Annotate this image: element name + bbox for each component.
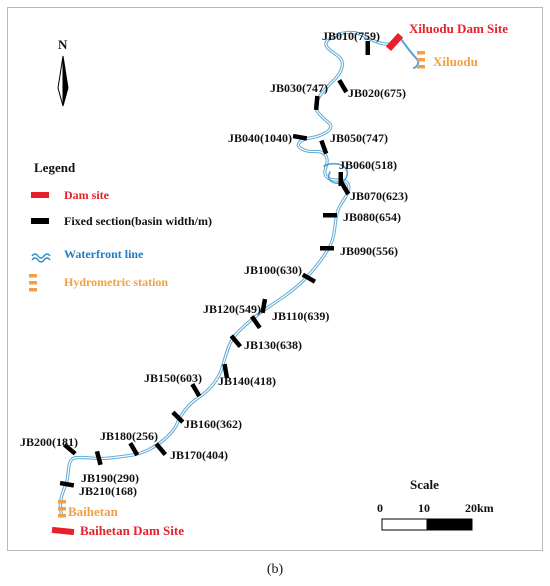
baihetan-station-marker <box>58 500 66 518</box>
scale-segment-black <box>426 518 473 531</box>
section-label-jb140: JB140(418) <box>218 374 276 388</box>
legend-title: Legend <box>34 160 76 175</box>
xiluodu-dam-marker <box>385 32 404 52</box>
section-label-jb210: JB210(168) <box>79 484 137 498</box>
legend-section-swatch <box>31 218 49 224</box>
section-label-jb090: JB090(556) <box>340 244 398 258</box>
baihetan-dam-label: Baihetan Dam Site <box>80 523 184 538</box>
scale-segment-white <box>381 518 428 531</box>
section-label-jb180: JB180(256) <box>100 429 158 443</box>
section-marker-jb170 <box>154 442 168 456</box>
section-marker-jb020 <box>337 78 349 94</box>
section-label-jb040: JB040(1040) <box>228 131 292 145</box>
section-label-jb010: JB010(759) <box>322 29 380 43</box>
fixed-sections: JB010(759) JB020(675) JB030(747) JB040(1040… <box>20 29 408 498</box>
legend-dam-swatch <box>31 192 49 198</box>
north-label: N <box>58 37 68 52</box>
section-marker-jb210 <box>59 480 75 488</box>
section-marker-jb200 <box>63 442 77 456</box>
scale-bar: Scale 0 10 20km <box>377 477 494 531</box>
section-label-jb070: JB070(623) <box>350 189 408 203</box>
section-marker-jb110 <box>260 298 268 314</box>
section-marker-jb160 <box>171 410 185 424</box>
section-marker-jb140 <box>222 363 230 379</box>
section-marker-jb080 <box>323 213 337 218</box>
legend-waterfront-label: Waterfront line <box>64 247 144 261</box>
section-marker-jb130 <box>229 334 243 348</box>
section-marker-jb070 <box>339 180 351 196</box>
baihetan-station-label: Baihetan <box>68 504 119 519</box>
section-label-jb120: JB120(549) <box>203 302 261 316</box>
section-label-jb110: JB110(639) <box>272 309 329 323</box>
legend-waterfront-swatch <box>31 253 51 259</box>
legend-hydrometric-swatch <box>29 274 37 292</box>
xiluodu-station-label: Xiluodu <box>433 54 478 69</box>
legend-dam-label: Dam site <box>64 188 110 202</box>
section-label-jb130: JB130(638) <box>244 338 302 352</box>
legend-hydrometric-label: Hydrometric station <box>64 275 168 289</box>
section-marker-jb040 <box>292 133 308 141</box>
river-waterfront <box>58 30 420 518</box>
section-marker-jb100 <box>301 272 317 284</box>
section-marker-jb190 <box>94 450 103 466</box>
scale-tick-20: 20km <box>465 501 494 515</box>
river-map: N Xiluodu Dam Site Xiluodu Baihetan Baih… <box>20 21 508 538</box>
map-frame <box>7 7 543 551</box>
section-marker-jb120 <box>249 315 262 330</box>
section-label-jb080: JB080(654) <box>343 210 401 224</box>
scale-tick-10: 10 <box>418 501 430 515</box>
north-arrow-icon: N <box>57 37 69 107</box>
baihetan-dam-marker <box>51 526 75 536</box>
section-label-jb200: JB200(181) <box>20 435 78 449</box>
section-label-jb060: JB060(518) <box>339 158 397 172</box>
section-label-jb160: JB160(362) <box>184 417 242 431</box>
section-marker-jb090 <box>320 246 334 251</box>
section-label-jb150: JB150(603) <box>144 371 202 385</box>
section-marker-jb180 <box>128 441 140 457</box>
section-marker-jb010 <box>365 41 370 55</box>
figure-caption: (b) <box>266 562 284 577</box>
section-label-jb190: JB190(290) <box>81 471 139 485</box>
xiluodu-dam-label: Xiluodu Dam Site <box>409 21 508 36</box>
xiluodu-station-marker <box>417 51 425 69</box>
scale-tick-0: 0 <box>377 501 383 515</box>
legend-section-label: Fixed section(basin width/m) <box>64 214 212 228</box>
section-marker-jb030 <box>313 95 320 111</box>
section-label-jb100: JB100(630) <box>244 263 302 277</box>
section-label-jb050: JB050(747) <box>330 131 388 145</box>
section-label-jb170: JB170(404) <box>170 448 228 462</box>
section-label-jb020: JB020(675) <box>348 86 406 100</box>
legend: Legend Dam site Fixed section(basin widt… <box>29 160 212 292</box>
scale-title: Scale <box>410 477 439 492</box>
section-label-jb030: JB030(747) <box>270 81 328 95</box>
section-marker-jb050 <box>319 139 329 155</box>
section-marker-jb150 <box>190 382 202 398</box>
